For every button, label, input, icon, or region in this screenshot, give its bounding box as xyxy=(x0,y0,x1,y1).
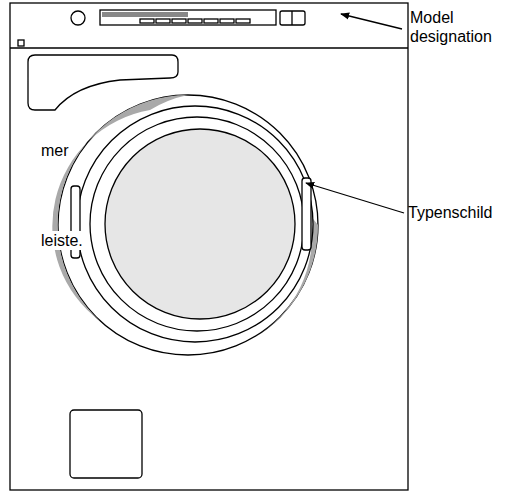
callout-label: Model designation xyxy=(410,8,520,46)
leader-line xyxy=(341,14,402,29)
callout-label: Typenschild xyxy=(408,203,493,222)
door-ring xyxy=(58,95,318,355)
service-hatch xyxy=(70,410,142,478)
door-handle xyxy=(302,178,311,250)
door-inner-ring xyxy=(90,117,304,331)
program-knob xyxy=(71,11,85,25)
buttons xyxy=(140,19,250,23)
leader-line xyxy=(306,183,404,213)
indicator xyxy=(18,40,24,46)
panel-edge xyxy=(10,47,408,48)
start-button xyxy=(280,11,305,25)
door-glass xyxy=(105,129,295,319)
display-bar xyxy=(100,10,276,25)
text-fragment: leiste. xyxy=(40,231,84,250)
door-frame xyxy=(77,106,313,342)
text-fragment: mer xyxy=(40,141,70,160)
display xyxy=(102,12,188,17)
machine-body xyxy=(10,3,408,490)
